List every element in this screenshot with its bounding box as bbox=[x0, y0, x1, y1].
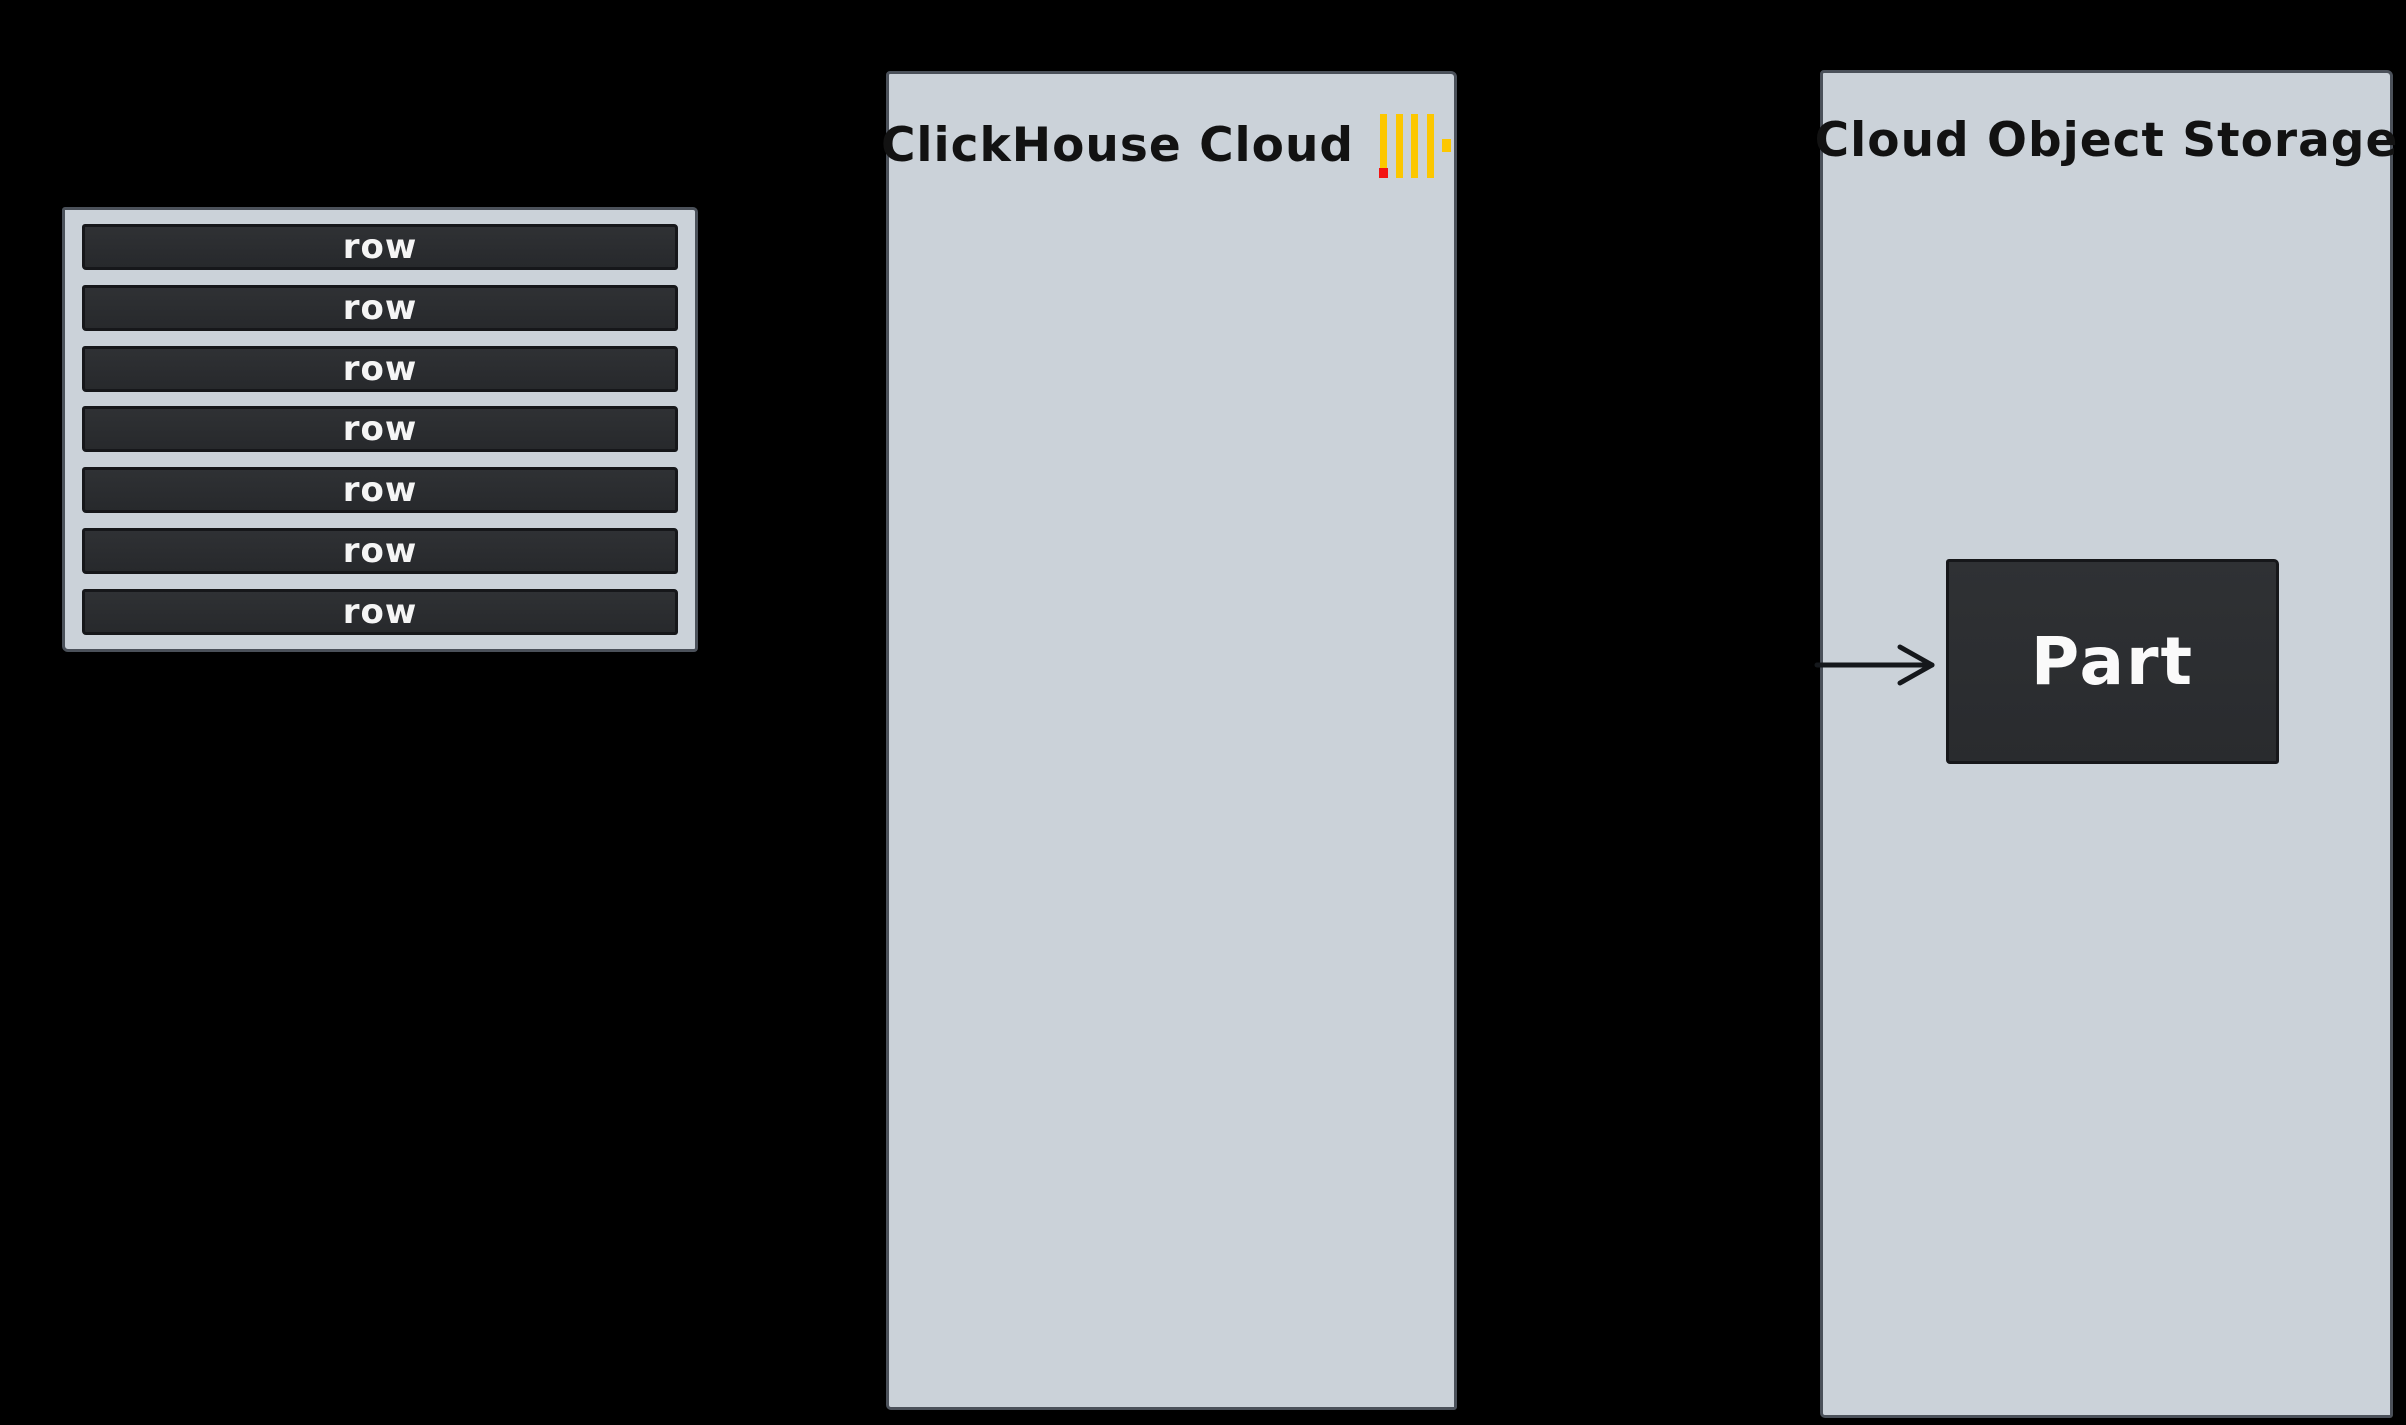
row-label: row bbox=[342, 409, 418, 450]
table-row: row bbox=[82, 467, 678, 514]
right-arrow-icon bbox=[1814, 644, 1935, 686]
row-label: row bbox=[342, 591, 418, 632]
table-row: row bbox=[82, 588, 678, 635]
row-label: row bbox=[342, 470, 418, 511]
clickhouse-cloud-panel: ClickHouse Cloud bbox=[881, 71, 1457, 1410]
part-box: Part bbox=[1946, 559, 2279, 764]
logo-short-bar bbox=[1442, 139, 1452, 152]
part-label: Part bbox=[2030, 622, 2195, 700]
table-row: row bbox=[82, 284, 678, 331]
clickhouse-cloud-header: ClickHouse Cloud bbox=[881, 114, 1454, 178]
table-row: row bbox=[82, 528, 678, 575]
row-label: row bbox=[342, 227, 418, 267]
table-row: row bbox=[82, 345, 678, 392]
logo-red-accent bbox=[1379, 168, 1389, 178]
clickhouse-logo-icon bbox=[1379, 114, 1462, 178]
row-label: row bbox=[342, 287, 418, 328]
row-label: row bbox=[342, 531, 418, 572]
logo-bar bbox=[1379, 114, 1389, 178]
cloud-object-storage-title: Cloud Object Storage bbox=[1814, 113, 2399, 168]
row-label: row bbox=[342, 348, 418, 389]
cloud-object-storage-header: Cloud Object Storage bbox=[1815, 113, 2398, 169]
logo-bar bbox=[1427, 114, 1435, 178]
cloud-object-storage-panel: Cloud Object Storage Part bbox=[1815, 70, 2398, 1418]
rows-table: row row row row row row row bbox=[62, 207, 698, 652]
logo-bar bbox=[1411, 114, 1419, 178]
logo-bar bbox=[1396, 114, 1404, 178]
table-row: row bbox=[82, 224, 678, 270]
clickhouse-cloud-title: ClickHouse Cloud bbox=[880, 117, 1355, 173]
table-row: row bbox=[82, 406, 678, 453]
